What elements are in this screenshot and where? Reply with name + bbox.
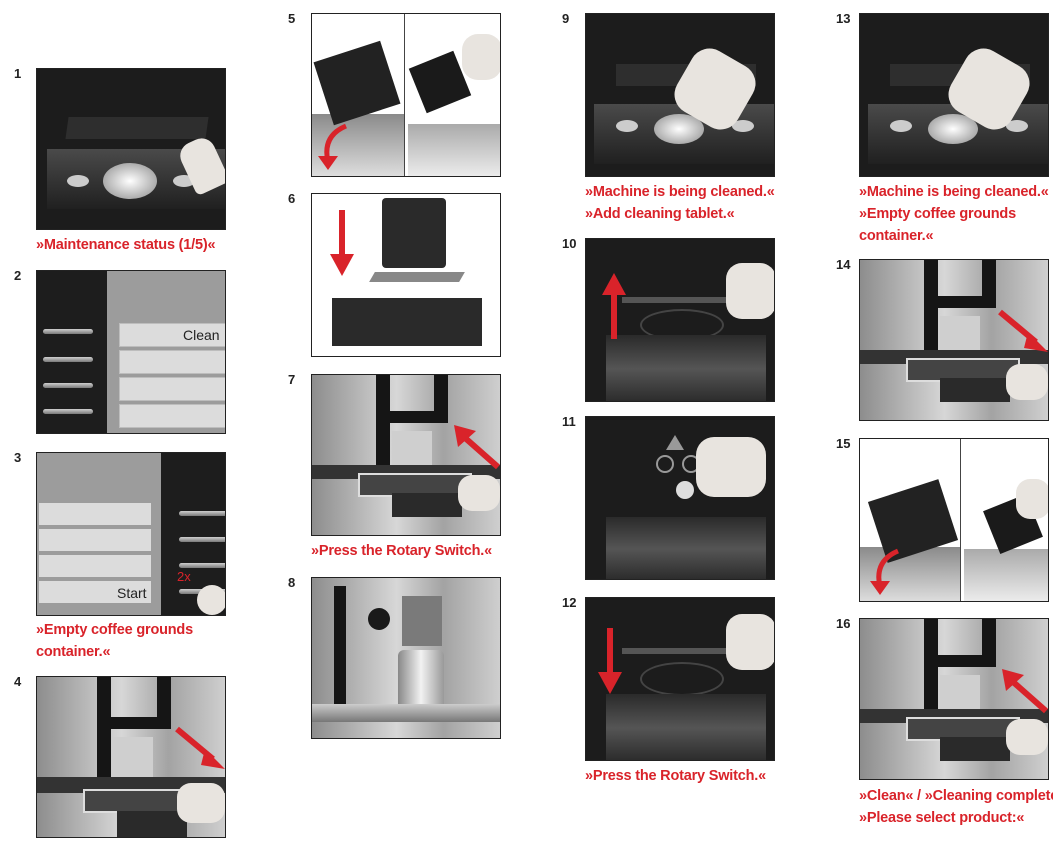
step-number-12: 12 xyxy=(562,595,577,610)
step-8-image xyxy=(311,577,501,739)
step-12-image xyxy=(585,597,775,761)
step-number-5: 5 xyxy=(288,11,296,26)
press-twice-label: 2x xyxy=(177,569,191,584)
start-label: Start xyxy=(117,585,147,601)
step-number-13: 13 xyxy=(836,11,851,26)
step-13-caption-3: container.« xyxy=(859,228,934,244)
step-16-caption-1: »Clean« / »Cleaning complete xyxy=(859,788,1053,804)
step-4-image xyxy=(36,676,226,838)
step-11-image xyxy=(585,416,775,580)
step-number-8: 8 xyxy=(288,575,296,590)
step-number-11: 11 xyxy=(562,414,576,429)
step-13-image xyxy=(859,13,1049,177)
step-number-2: 2 xyxy=(14,268,22,283)
step-number-4: 4 xyxy=(14,674,22,689)
step-7-caption: »Press the Rotary Switch.« xyxy=(311,543,492,559)
clean-label: Clean xyxy=(183,327,220,343)
step-9-caption-1: »Machine is being cleaned.« xyxy=(585,184,775,200)
step-1-image xyxy=(36,68,226,230)
step-13-caption-2: »Empty coffee grounds xyxy=(859,206,1016,222)
step-10-image xyxy=(585,238,775,402)
step-3-display: Start 2x xyxy=(36,452,226,616)
step-number-6: 6 xyxy=(288,191,296,206)
step-3-caption: »Empty coffee grounds container.« xyxy=(36,622,193,660)
step-number-10: 10 xyxy=(562,236,577,251)
step-9-caption-2: »Add cleaning tablet.« xyxy=(585,206,735,222)
step-5-image xyxy=(311,13,501,177)
step-9-image xyxy=(585,13,775,177)
step-14-image xyxy=(859,259,1049,421)
step-12-caption: »Press the Rotary Switch.« xyxy=(585,768,766,784)
step-16-caption-2: »Please select product:« xyxy=(859,810,1025,826)
step-number-14: 14 xyxy=(836,257,851,272)
step-number-15: 15 xyxy=(836,436,851,451)
step-number-16: 16 xyxy=(836,616,851,631)
step-2-display: Clean xyxy=(36,270,226,434)
step-7-image xyxy=(311,374,501,536)
step-16-image xyxy=(859,618,1049,780)
step-1-caption: »Maintenance status (1/5)« xyxy=(36,237,216,253)
step-number-1: 1 xyxy=(14,66,22,81)
step-number-7: 7 xyxy=(288,372,296,387)
step-number-3: 3 xyxy=(14,450,22,465)
step-6-image xyxy=(311,193,501,357)
step-15-image xyxy=(859,438,1049,602)
step-number-9: 9 xyxy=(562,11,570,26)
step-13-caption-1: »Machine is being cleaned.« xyxy=(859,184,1049,200)
